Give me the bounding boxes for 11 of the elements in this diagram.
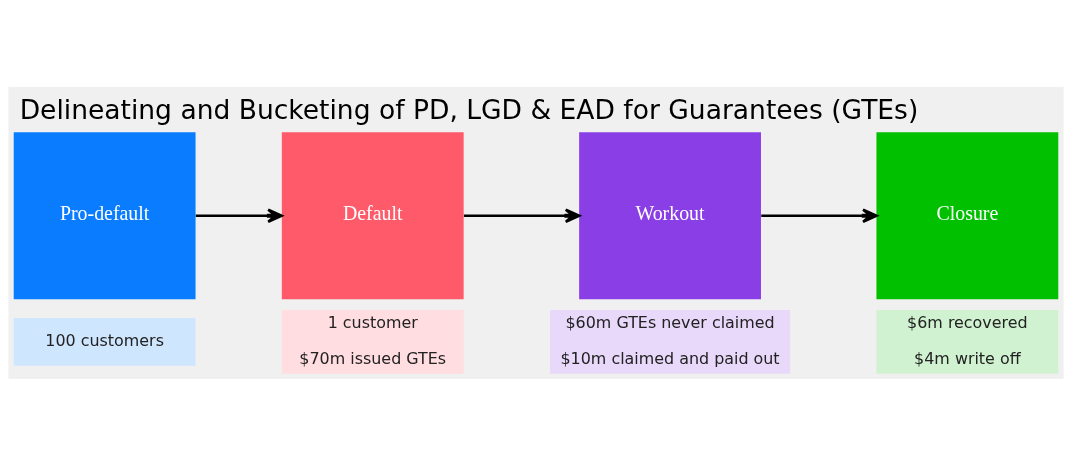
node-box: Default: [281, 132, 464, 300]
node-box: $60m GTEs never claimed $10m claimed and paid out: [549, 310, 791, 374]
node-box: $6m recovered $4m write off: [876, 310, 1059, 374]
arrow: [195, 208, 283, 224]
node-box: 100 customers: [13, 317, 196, 366]
arrow: [463, 208, 581, 224]
arrow: [761, 208, 878, 224]
node-box: Pro-default: [13, 132, 196, 300]
node-box: Workout: [579, 132, 761, 300]
diagram-title: Delineating and Bucketing of PD, LGD & EAD for Guarantees (GTEs): [19, 93, 919, 125]
node-box: Closure: [876, 132, 1059, 300]
